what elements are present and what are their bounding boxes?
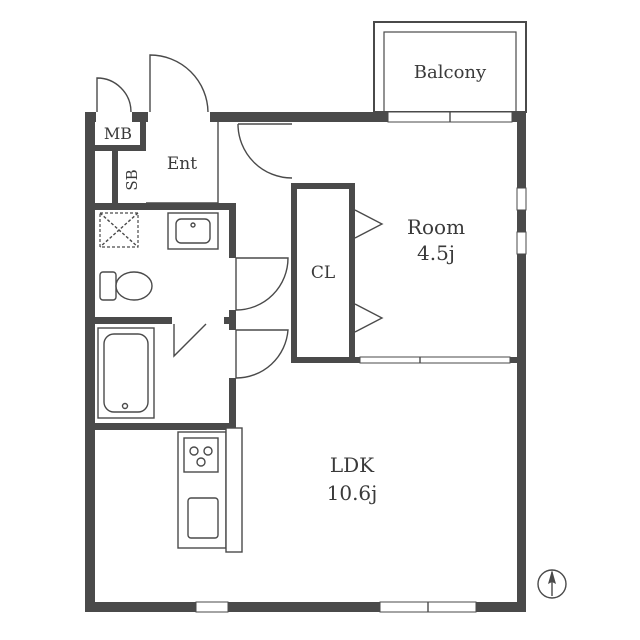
ent-label: Ent: [167, 154, 197, 174]
door-openings: [96, 108, 298, 378]
toilet: [99, 271, 153, 301]
washbasin: [167, 212, 219, 250]
balcony-label: Balcony: [414, 62, 487, 83]
fixtures: [97, 212, 243, 553]
room-size: 4.5j: [417, 241, 455, 265]
utility-square: [99, 212, 139, 248]
room-label: Room: [407, 215, 465, 239]
north-arrow-icon: [537, 569, 567, 599]
doors: [96, 54, 384, 379]
ldk-size: 10.6j: [327, 481, 378, 505]
kitchen-counter: [177, 427, 243, 553]
bathtub: [97, 327, 155, 419]
mb-label: MB: [104, 124, 132, 143]
outer-walls: [85, 112, 526, 612]
balcony: Balcony: [373, 21, 527, 113]
ldk-label: LDK: [330, 453, 375, 477]
interior-walls: [95, 122, 517, 430]
cl-label: CL: [311, 263, 335, 283]
windows: [195, 111, 527, 613]
sb-label: SB: [123, 169, 141, 190]
